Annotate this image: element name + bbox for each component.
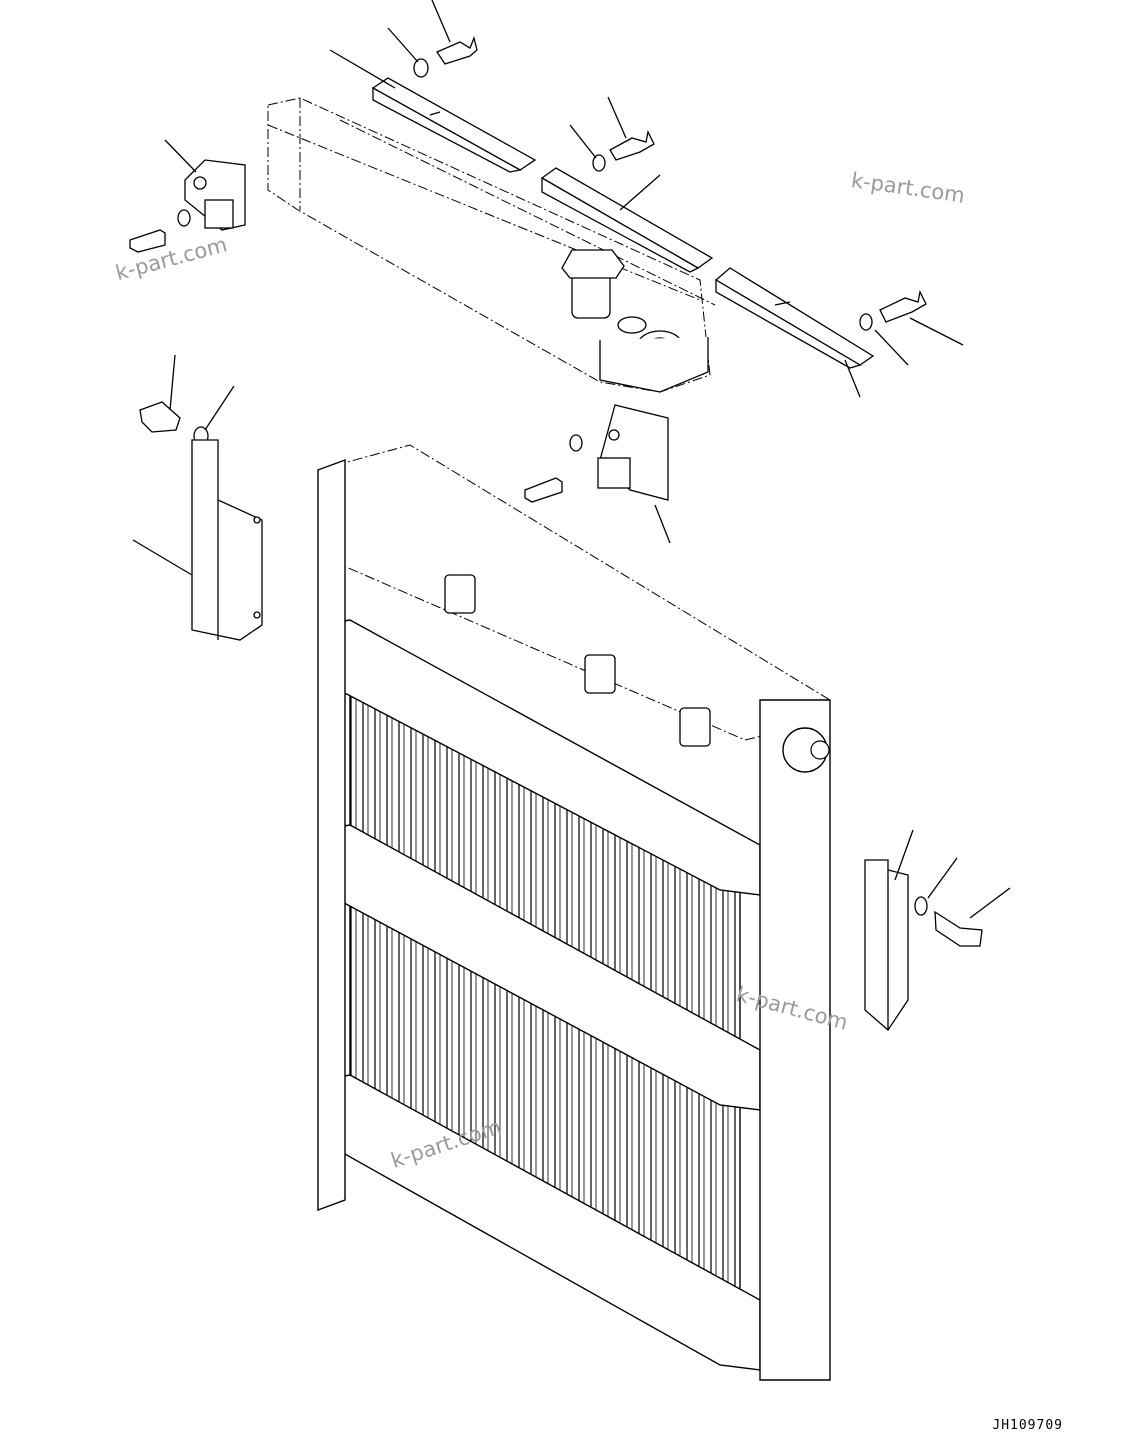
inlet-pipe-3: [679, 707, 711, 747]
mount-bracket-center: [597, 404, 669, 501]
bolt-center-bracket: [524, 477, 563, 503]
bolt-top-2: [609, 130, 655, 161]
bolt-top-3: [879, 290, 927, 323]
top-bracket-center: [540, 167, 714, 273]
side-guard-right: [864, 859, 909, 1031]
filler-cap: [561, 249, 709, 393]
inlet-pipe-2: [584, 654, 616, 694]
drawing-code: JH109709: [992, 1418, 1063, 1433]
washer-right-guard: [914, 896, 928, 916]
mount-bracket-left: [184, 159, 246, 231]
washer-left-bracket: [177, 209, 191, 227]
washer-top-3: [859, 313, 873, 331]
bolt-right-guard: [934, 910, 983, 947]
washer-top-1: [413, 58, 429, 78]
washer-center-bracket: [569, 434, 583, 452]
bolt-side-guard: [139, 401, 181, 433]
washer-top-2: [592, 154, 606, 172]
bolts-washers: [129, 35, 983, 947]
top-bracket-right: [714, 267, 875, 369]
top-bracket-left: [371, 77, 537, 173]
frame-post-left: [317, 458, 346, 1212]
frame-post-right: [759, 699, 831, 1381]
radiator-assembly: [317, 444, 831, 1381]
side-guard-left: [191, 439, 263, 641]
inlet-pipe-1: [444, 574, 476, 614]
bolt-left-bracket: [129, 229, 166, 253]
leader-lines: [132, 0, 1011, 919]
bolt-top-1: [436, 35, 478, 65]
